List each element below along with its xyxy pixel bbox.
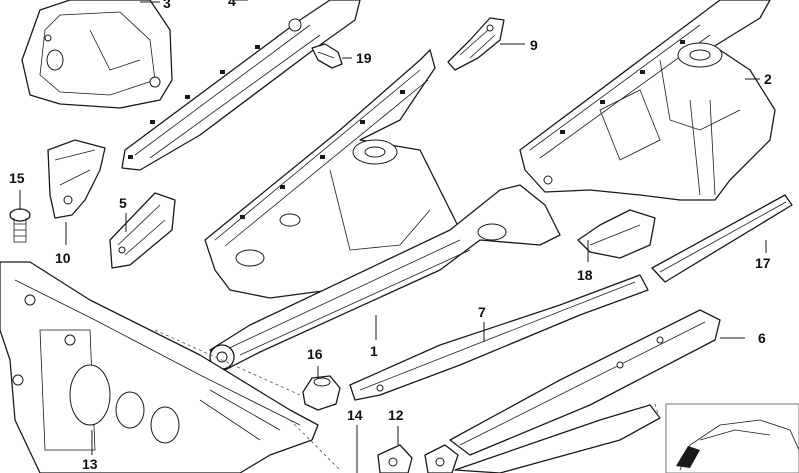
part-1-wheel-house-center[interactable] [204,49,461,299]
part-16-rubber-mount[interactable] [302,375,341,411]
part-7-rail[interactable] [349,274,649,401]
callout-16: 16 [307,346,323,362]
part-15-bolt[interactable] [9,208,31,243]
callout-9: 9 [530,37,538,53]
part-3-wheel-house-left[interactable] [21,0,173,109]
part-6-rail[interactable] [449,309,721,456]
leader-lines [19,0,767,473]
callout-18: 18 [577,267,593,283]
callout-1: 1 [370,343,378,359]
callout-3: 3 [163,0,171,11]
callout-6: 6 [758,330,766,346]
part-17-strip[interactable] [651,194,793,283]
callout-labels: 3 4 19 9 2 15 5 10 1 7 6 18 17 16 14 12 … [9,0,772,472]
callout-10: 10 [55,250,71,266]
part-13-front-frame[interactable] [0,261,319,473]
callout-15: 15 [9,170,25,186]
callout-19: 19 [356,50,372,66]
part-10-bracket[interactable] [47,139,106,219]
callout-13: 13 [82,456,98,472]
callout-12: 12 [388,407,404,423]
part-5-panel[interactable] [109,192,176,269]
callout-14: 14 [347,407,363,423]
part-4-upper-rail[interactable] [121,0,361,171]
part-12-mount[interactable] [377,444,459,473]
callout-2: 2 [764,71,772,87]
vehicle-thumbnail [665,403,799,473]
callout-5: 5 [119,195,127,211]
callout-7: 7 [478,304,486,320]
part-9-bracket[interactable] [447,17,505,71]
part-2-wheel-house-right[interactable] [519,0,776,201]
lower-right-rail[interactable] [454,404,661,473]
part-1-frame-rail[interactable] [209,184,561,371]
part-18-bracket[interactable] [577,209,656,259]
part-19-bracket[interactable] [311,43,343,69]
callout-17: 17 [755,255,771,271]
callout-4: 4 [228,0,236,9]
